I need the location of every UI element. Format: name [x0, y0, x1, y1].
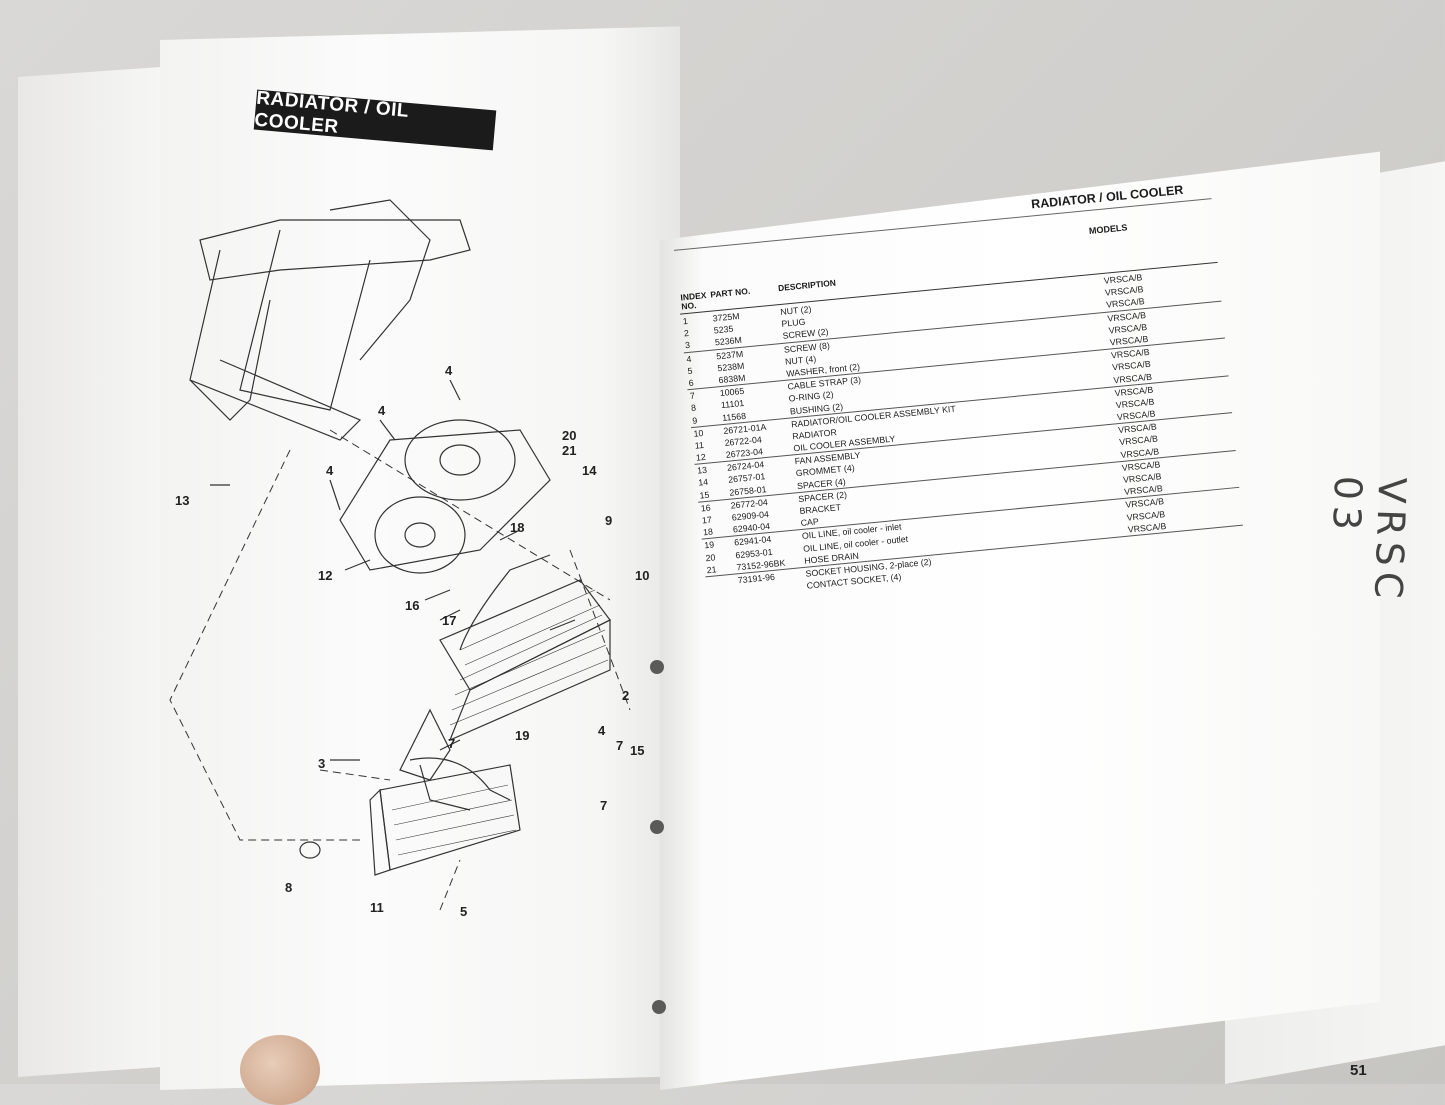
index-column-header: INDEX NO.	[680, 290, 707, 312]
callout-label: 21	[562, 443, 576, 458]
callout-label: 11	[370, 900, 384, 915]
callout-label: 5	[460, 904, 467, 919]
callout-label: 7	[600, 798, 607, 813]
description-column-header: DESCRIPTION	[777, 277, 837, 294]
binder-hole	[650, 660, 664, 674]
divider	[673, 198, 1212, 251]
callout-label: 9	[605, 513, 612, 528]
callout-label: 7	[448, 736, 455, 751]
callout-label: 10	[635, 568, 649, 583]
frame-part	[199, 219, 471, 281]
frame-part	[189, 249, 271, 421]
page-number: 51	[1350, 1062, 1367, 1079]
callout-label: 18	[510, 520, 524, 535]
callout-label: 4	[598, 723, 606, 738]
index-cell: 15	[699, 489, 710, 501]
callout-label: 14	[582, 463, 597, 478]
callout-label: 7	[616, 738, 623, 753]
callout-label: 12	[318, 568, 332, 583]
callout-label: 19	[515, 728, 529, 743]
callout-label: 20	[562, 428, 576, 443]
handwritten-note: VRSC 03	[1324, 475, 1415, 606]
callout-label: 16	[405, 598, 419, 613]
index-cell: 21	[706, 564, 717, 575]
parts-list: RADIATOR / OIL COOLER MODELS INDEX NO. P…	[672, 178, 1250, 648]
models-column-header: MODELS	[1088, 222, 1128, 237]
callout-label: 4	[445, 363, 453, 378]
callout-label: 17	[442, 613, 456, 628]
index-cell: 3	[684, 340, 691, 351]
callout-label: 3	[318, 756, 325, 771]
exploded-parts-diagram: 4 4 4 20 21 14 13 9 18 12 10 16 17 3 7 1…	[169, 199, 649, 919]
callout-label: 8	[285, 880, 292, 895]
callout-label: 4	[326, 463, 334, 478]
frame-part	[189, 359, 362, 441]
callout-label: 4	[378, 403, 386, 418]
thumb	[240, 1035, 320, 1105]
index-cell: 18	[702, 526, 714, 538]
part-column-header: PART NO.	[709, 285, 751, 300]
binder-hole	[652, 1000, 666, 1014]
frame-part	[329, 199, 431, 361]
index-cell: 12	[695, 451, 707, 463]
frame-part	[239, 229, 371, 411]
index-cell: 9	[691, 414, 698, 426]
index-cell: 6	[688, 377, 695, 389]
callout-label: 2	[622, 688, 629, 703]
binder-hole	[650, 820, 664, 834]
callout-label: 13	[175, 493, 189, 508]
callout-label: 15	[630, 743, 644, 758]
